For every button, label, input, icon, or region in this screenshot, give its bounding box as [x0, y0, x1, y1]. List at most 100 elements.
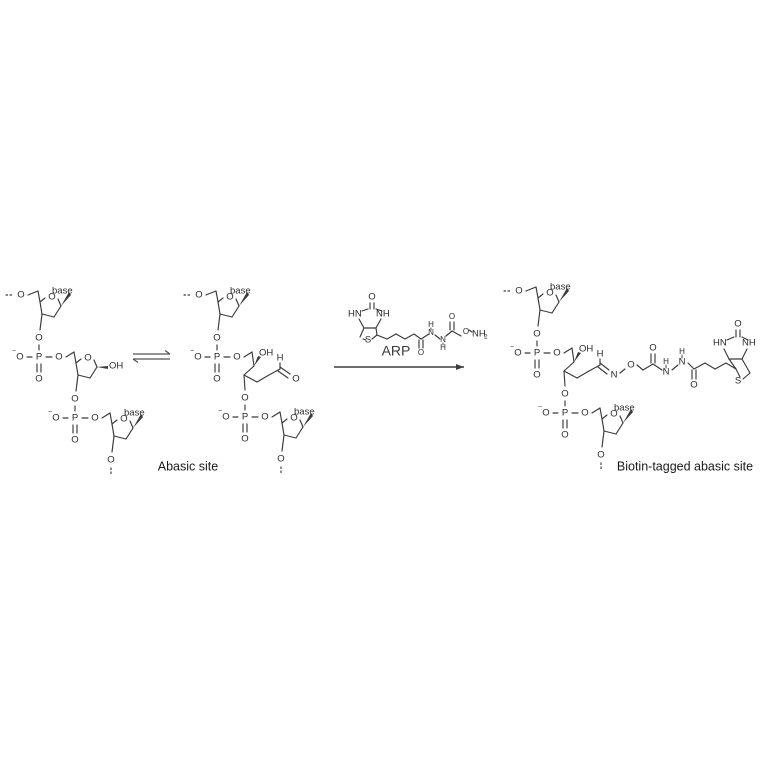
equilibrium-arrow: [132, 349, 171, 364]
atom-phosphorus-lower-label: P: [72, 413, 78, 424]
atom-ring-o-bot-label-product: O: [610, 409, 617, 420]
atom-o5prime-label-product: O: [515, 286, 522, 297]
product-keto-o-label: O: [690, 380, 697, 391]
atom-o3prime-mid-label-open: O: [241, 393, 248, 404]
atom-ring-o-top-label: O: [48, 292, 55, 303]
charge-minus-lower-product: −: [538, 404, 542, 411]
structure-abasic-closed: O O base O P O − O: [5, 286, 145, 477]
atom-o-minus-upper-label-product: O: [514, 348, 521, 359]
bottom-nucleoside-closed: O base O: [107, 408, 145, 477]
phosphate-lower-open: P O − O O: [218, 404, 283, 445]
atom-o-double-upper-label-product: O: [533, 370, 540, 381]
atom-o3prime-bot-label-product: O: [597, 450, 604, 461]
reaction-arrow: [334, 364, 464, 370]
atom-o3prime-mid-label: O: [71, 394, 78, 405]
atom-o-ester-lower-label-product: O: [581, 408, 588, 419]
base-label-bottom: base: [124, 408, 145, 419]
atom-o3prime-top-label: O: [35, 333, 42, 344]
arp-sulfur-label: S: [365, 335, 371, 346]
atom-o3prime-mid-label-product: O: [561, 389, 568, 400]
charge-minus-lower-open: −: [218, 408, 222, 415]
base-label-bottom-open: base: [294, 407, 315, 418]
atom-o-minus-lower-label: O: [52, 413, 59, 424]
structure-abasic-open: O O base O P O − O O: [183, 286, 315, 476]
atom-ring-o-top-label-open: O: [226, 292, 233, 303]
base-label-top: base: [52, 286, 73, 297]
atom-o-minus-lower-label-open: O: [222, 412, 229, 423]
atom-o-ester-lower-label-open: O: [261, 412, 268, 423]
phosphate-lower-closed: P O − O O: [48, 405, 113, 446]
atom-o-double-lower-label-open: O: [241, 434, 248, 445]
arp-amine-label: NH: [472, 329, 486, 340]
atom-phosphorus-upper-label-open: P: [214, 352, 220, 363]
arp-nh-right-label: NH: [376, 309, 390, 320]
atom-o-minus-lower-label-product: O: [542, 408, 549, 419]
atom-o-ester-upper-label-open: O: [233, 352, 240, 363]
atom-o-double-lower-label: O: [71, 435, 78, 446]
aldehyde-o-label: O: [292, 374, 299, 385]
product-hydrazide-n-label: N: [679, 357, 686, 368]
atom-o3prime-bot-label-open: O: [277, 454, 284, 465]
biotin-hn-label: HN: [713, 338, 727, 349]
base-label-top-open: base: [230, 286, 251, 297]
phosphate-lower-product: P O − O O: [538, 400, 603, 441]
hydroxyl-label-c4-product: OH: [579, 344, 593, 355]
phosphate-upper-product: P O − O O: [510, 340, 573, 381]
product-amide-o-label: O: [649, 343, 656, 354]
charge-minus-lower: −: [48, 409, 52, 416]
arp-hn-left-label: HN: [348, 309, 362, 320]
open-chain-oxime: OH O H N O O N H: [561, 343, 737, 400]
arp-hydrazide-h1-label: H: [428, 320, 434, 329]
atom-phosphorus-upper-label: P: [36, 352, 42, 363]
arp-ether-o-label: O: [463, 327, 469, 336]
biotin-nh-label: NH: [742, 338, 756, 349]
abasic-sugar-closed: O OH O: [71, 353, 123, 405]
arp-hydrazide-h2-label: H: [440, 343, 446, 352]
atom-o3prime-top-label-open: O: [213, 333, 220, 344]
bottom-nucleoside-product: O base O: [597, 403, 635, 472]
base-label-top-product: base: [550, 282, 571, 293]
structure-biotin-product: O O base O P O − O O: [503, 282, 756, 472]
arp-hydrazide-n2-label: N: [440, 335, 446, 344]
caption-abasic-site: Abasic site: [158, 459, 218, 473]
oxime-h-label: H: [597, 349, 604, 360]
atom-o-double-upper-label: O: [35, 374, 42, 385]
arp-glycine-o-label: O: [449, 312, 455, 321]
product-amide-h-label: H: [663, 357, 669, 366]
atom-o3prime-top-label-product: O: [533, 329, 540, 340]
oxime-o-label: O: [627, 360, 634, 371]
open-chain-aldehyde: OH O H O: [241, 348, 299, 404]
phosphate-upper-open: P O − O O: [190, 344, 253, 385]
arp-carbonyl-o-label: O: [368, 292, 375, 303]
hydroxyl-label-c4-open: OH: [259, 348, 273, 359]
product-amide-n-label: N: [663, 367, 670, 378]
atom-ring-o-bot-label: O: [120, 414, 127, 425]
atom-o-ester-lower-label: O: [91, 413, 98, 424]
arp-amine-subscript: 2: [484, 334, 488, 341]
phosphate-upper-closed: P O − O O: [12, 344, 77, 385]
arp-reagent-structure: O HN NH S O N H N H: [348, 292, 488, 358]
oxime-n-label: N: [611, 370, 618, 381]
top-nucleoside-closed: O O base O: [5, 286, 73, 344]
base-label-bottom-product: base: [614, 403, 635, 414]
arp-hydrazide-n1-label: N: [428, 328, 434, 337]
caption-biotin-tagged-abasic-site: Biotin-tagged abasic site: [617, 459, 753, 473]
atom-o-ester-upper-label-product: O: [553, 348, 560, 359]
hydroxyl-label-anomeric: OH: [109, 361, 123, 372]
atom-ring-o-mid-label: O: [84, 353, 91, 364]
atom-phosphorus-lower-label-product: P: [562, 408, 568, 419]
arp-amide-o-label: O: [418, 348, 424, 357]
atom-o-ester-upper-label: O: [55, 352, 62, 363]
atom-o5prime-label: O: [17, 290, 24, 301]
atom-o-minus-upper-label: O: [16, 352, 23, 363]
top-nucleoside-open: O O base O: [183, 286, 251, 344]
atom-ring-o-bot-label-open: O: [290, 413, 297, 424]
atom-o-double-lower-label-product: O: [561, 430, 568, 441]
atom-o-minus-upper-label-open: O: [194, 352, 201, 363]
atom-phosphorus-lower-label-open: P: [242, 412, 248, 423]
atom-o-double-upper-label-open: O: [213, 374, 220, 385]
biotin-s-label: S: [735, 376, 741, 387]
product-hydrazide-h-label: H: [679, 347, 685, 356]
biotin-head-product: O HN NH S: [713, 319, 756, 387]
